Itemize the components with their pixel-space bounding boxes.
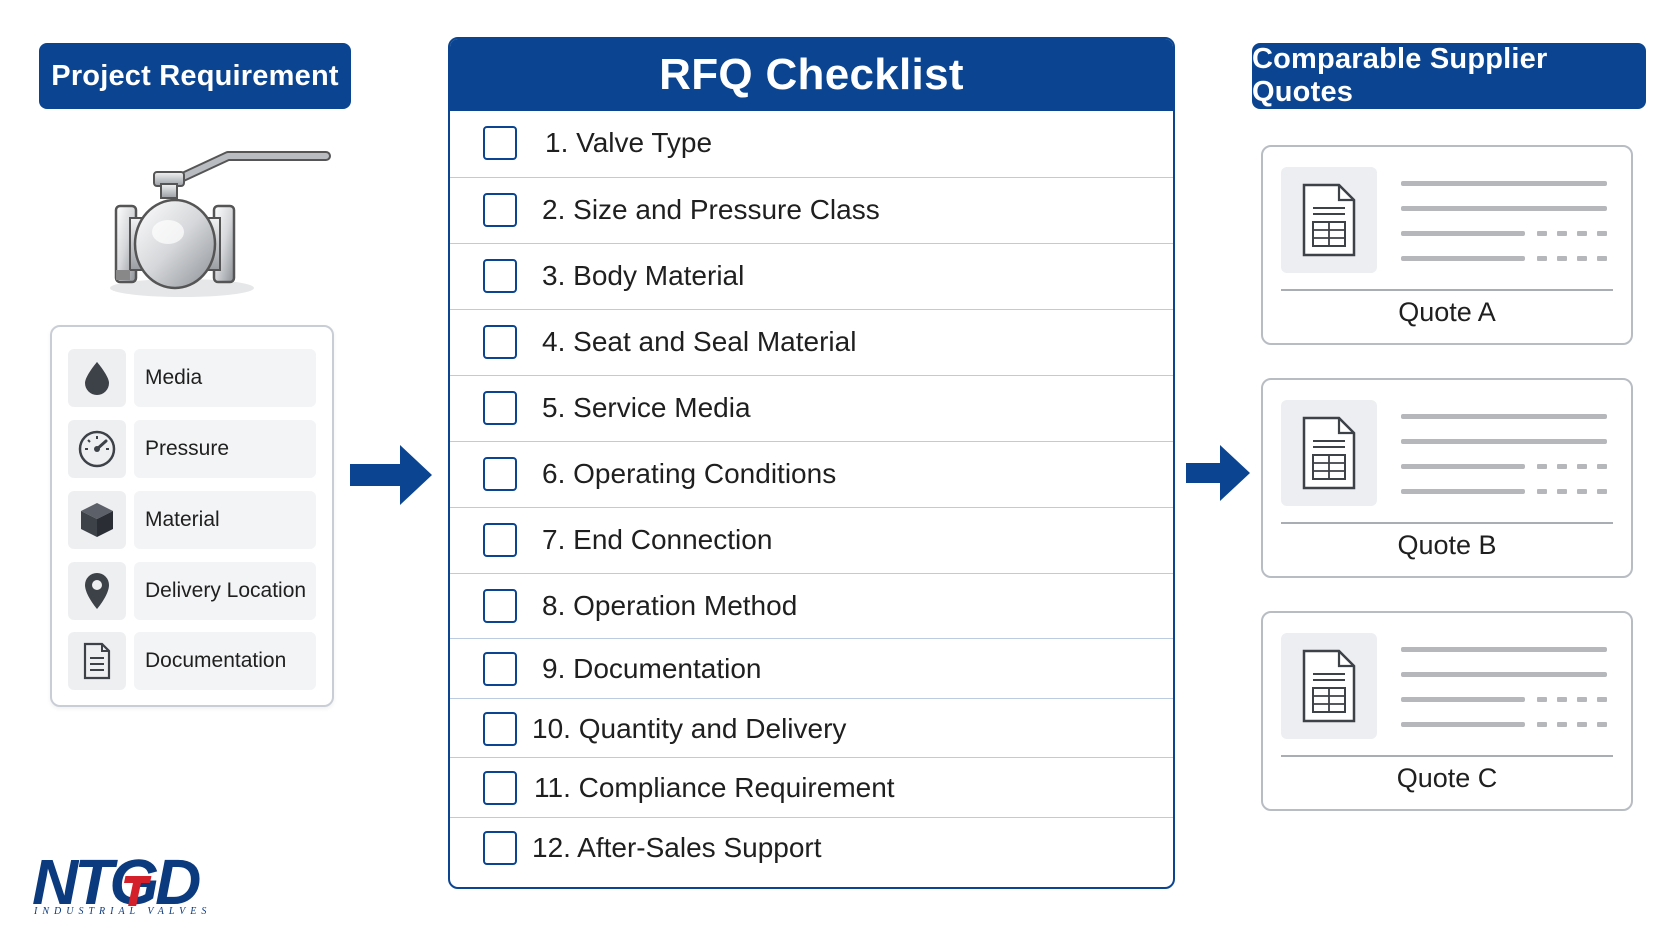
checklist-row: 6. Operating Conditions: [450, 441, 1173, 507]
checklist-row: 2. Size and Pressure Class: [450, 177, 1173, 243]
checklist-row: 1. Valve Type: [450, 111, 1173, 177]
checkbox[interactable]: [483, 831, 517, 865]
item-number: 11.: [534, 772, 571, 803]
item-number: 6.: [542, 458, 566, 489]
requirement-label: Delivery Location: [134, 562, 316, 620]
quote-label: Quote B: [1397, 530, 1497, 560]
checklist-row: 11. Compliance Requirement: [450, 757, 1173, 817]
item-label: After-Sales Support: [577, 832, 822, 863]
location-pin-icon: [68, 562, 126, 620]
requirement-label: Pressure: [134, 420, 316, 478]
item-label: Seat and Seal Material: [573, 326, 857, 357]
checklist-row: 12. After-Sales Support: [450, 817, 1173, 887]
item-label: Service Media: [573, 392, 751, 423]
pressure-gauge-icon: [68, 420, 126, 478]
item-label: Size and Pressure Class: [573, 194, 880, 225]
item-label: Quantity and Delivery: [578, 713, 847, 744]
checklist-row: 5. Service Media: [450, 375, 1173, 441]
item-label: Documentation: [573, 653, 762, 684]
item-number: 9.: [542, 653, 566, 684]
item-number: 1.: [545, 127, 569, 158]
quote-card-c[interactable]: Quote C: [1261, 611, 1633, 811]
spreadsheet-document-icon: [1281, 633, 1377, 739]
quote-card-b[interactable]: Quote B: [1261, 378, 1633, 578]
ntgd-logo: NTGD: [32, 850, 204, 918]
checklist-row: 10. Quantity and Delivery: [450, 698, 1173, 757]
requirement-card: Media Pressure Material: [50, 325, 334, 707]
requirement-item-pressure: Pressure: [68, 420, 318, 478]
document-icon: [68, 632, 126, 690]
checkbox[interactable]: [483, 391, 517, 425]
cube-icon: [68, 491, 126, 549]
requirement-item-delivery-location: Delivery Location: [68, 562, 318, 620]
quote-card-a[interactable]: Quote A: [1261, 145, 1633, 345]
logo-tagline: INDUSTRIAL VALVES: [34, 906, 212, 917]
item-number: 4.: [542, 326, 566, 357]
checklist-rows: 1. Valve Type 2. Size and Pressure Class…: [450, 111, 1173, 887]
item-number: 7.: [542, 524, 566, 555]
item-label: Valve Type: [576, 127, 713, 158]
checklist-row: 4. Seat and Seal Material: [450, 309, 1173, 375]
item-label: Body Material: [573, 260, 745, 291]
project-requirement-title: Project Requirement: [39, 43, 351, 109]
item-number: 2.: [542, 194, 566, 225]
quote-label: Quote A: [1398, 297, 1496, 327]
svg-text:NTGD: NTGD: [32, 850, 200, 918]
requirement-label: Media: [134, 349, 316, 407]
checkbox[interactable]: [483, 325, 517, 359]
arrow-right-icon: [350, 445, 432, 505]
item-label: Operation Method: [573, 590, 798, 621]
checkbox[interactable]: [483, 589, 517, 623]
checklist-row: 8. Operation Method: [450, 573, 1173, 638]
item-label: Operating Conditions: [573, 458, 837, 489]
rfq-checklist: RFQ Checklist 1. Valve Type 2. Size and …: [448, 37, 1175, 889]
checkbox[interactable]: [483, 259, 517, 293]
checkbox[interactable]: [483, 652, 517, 686]
item-number: 3.: [542, 260, 566, 291]
checkbox[interactable]: [483, 771, 517, 805]
requirement-label: Material: [134, 491, 316, 549]
arrow-right-icon: [1186, 445, 1250, 501]
requirement-item-documentation: Documentation: [68, 632, 318, 690]
item-number: 5.: [542, 392, 566, 423]
checkbox[interactable]: [483, 712, 517, 746]
checklist-row: 9. Documentation: [450, 638, 1173, 698]
item-number: 10.: [532, 713, 571, 744]
checklist-row: 3. Body Material: [450, 243, 1173, 309]
item-label: Compliance Requirement: [578, 772, 895, 803]
item-number: 8.: [542, 590, 566, 621]
spreadsheet-document-icon: [1281, 400, 1377, 506]
requirement-item-media: Media: [68, 349, 318, 407]
checkbox[interactable]: [483, 457, 517, 491]
requirement-item-material: Material: [68, 491, 318, 549]
checklist-title: RFQ Checklist: [450, 39, 1173, 111]
water-drop-icon: [68, 349, 126, 407]
requirement-label: Documentation: [134, 632, 316, 690]
quote-label: Quote C: [1396, 763, 1498, 793]
item-number: 12.: [532, 832, 571, 863]
checkbox[interactable]: [483, 523, 517, 557]
checklist-row: 7. End Connection: [450, 507, 1173, 573]
spreadsheet-document-icon: [1281, 167, 1377, 273]
item-label: End Connection: [573, 524, 773, 555]
checkbox[interactable]: [483, 193, 517, 227]
ball-valve-icon: [110, 151, 331, 297]
comparable-supplier-quotes-title: Comparable Supplier Quotes: [1252, 43, 1646, 109]
checkbox[interactable]: [483, 126, 517, 160]
